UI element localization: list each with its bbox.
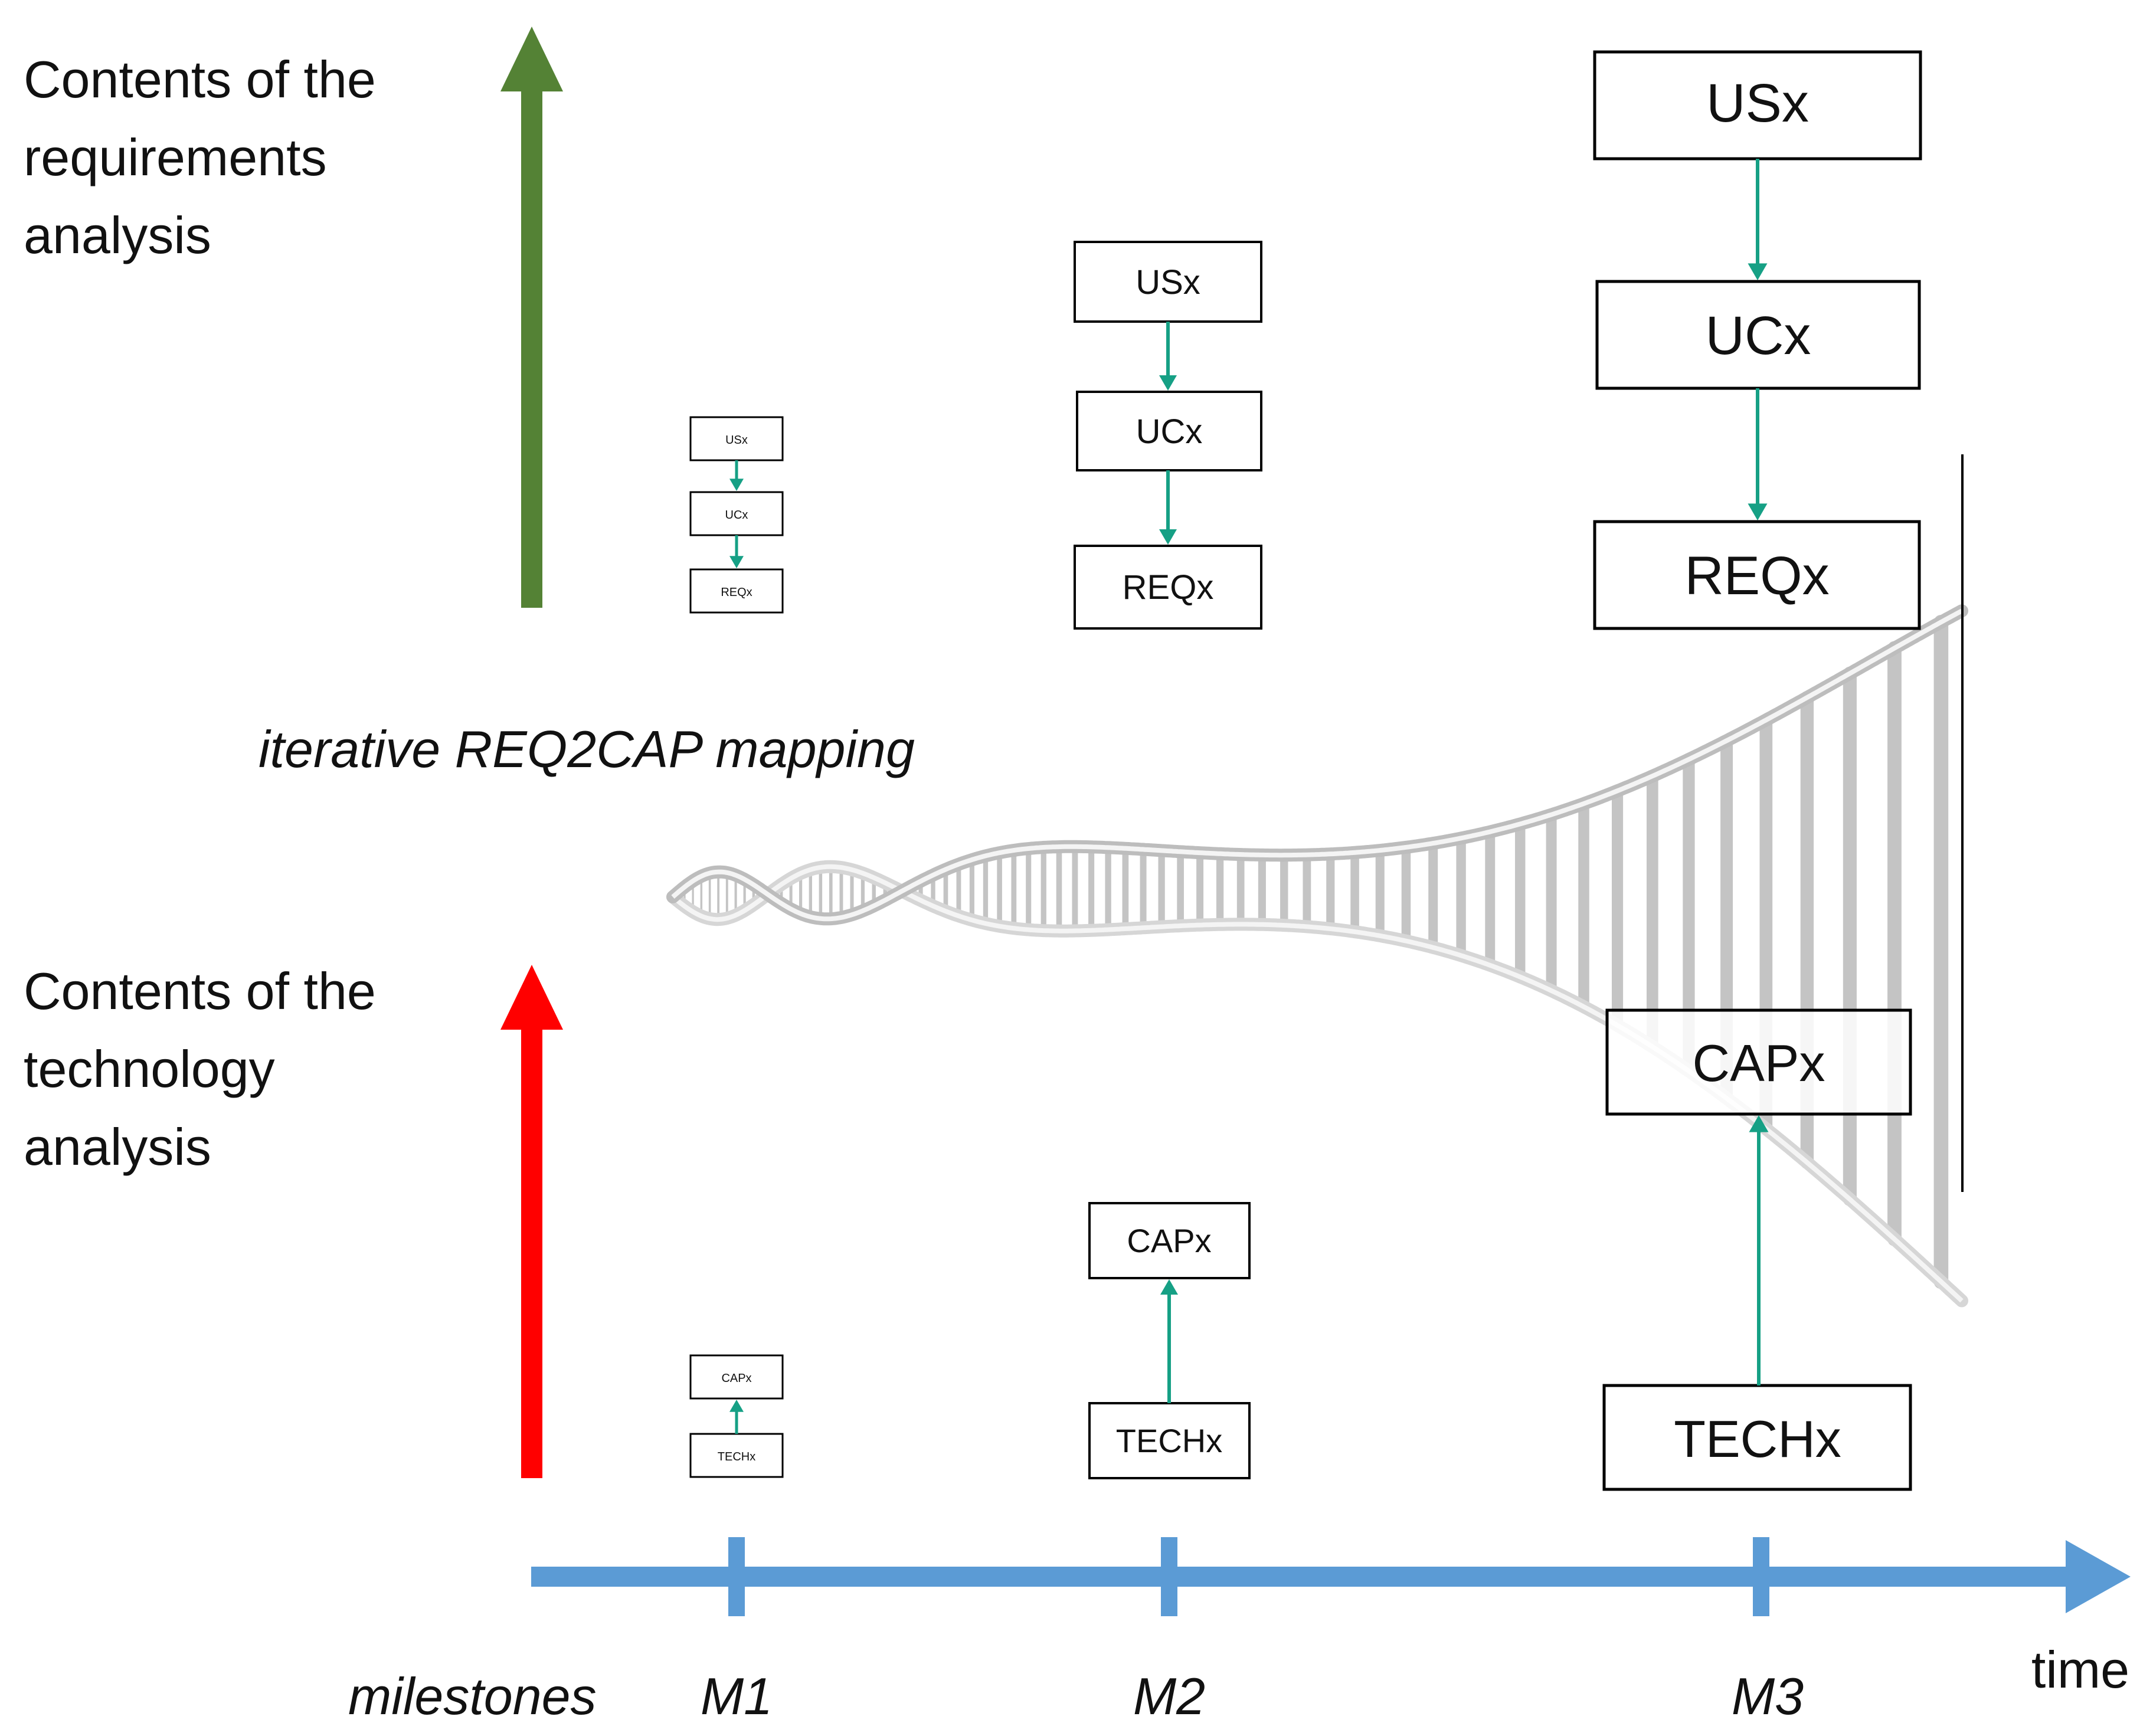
m2-tech-to-cap-arrow	[1160, 1279, 1178, 1403]
m2-us-to-uc-arrow	[1159, 322, 1177, 391]
req-heading-line-2: requirements	[24, 128, 327, 186]
m2-tech-label: TECHx	[1116, 1422, 1222, 1459]
m1-cap-label: CAPx	[721, 1372, 751, 1385]
m1-req-label: REQx	[721, 586, 752, 599]
req-heading-line-1: Contents of the	[24, 50, 376, 109]
m2-cap-box	[1088, 1202, 1251, 1279]
m2-cap-label: CAPx	[1127, 1222, 1211, 1259]
dna-helix-icon	[666, 604, 1968, 1308]
m3-uc-box	[1595, 280, 1921, 390]
milestone-label-m2: M2	[1133, 1667, 1205, 1725]
m2-us-box	[1074, 241, 1262, 323]
requirements-arrow	[500, 27, 563, 608]
m3-uc-to-req-arrow	[1748, 388, 1768, 520]
m1-uc-box	[689, 491, 784, 536]
connector-arrows	[729, 159, 1769, 1434]
m1-uc-to-req-arrow	[729, 535, 744, 568]
m1-us-label: USx	[725, 434, 748, 447]
timeline-arrow	[531, 1537, 2131, 1616]
m1-req-box	[689, 568, 784, 614]
m3-cap-box	[1605, 1008, 1912, 1116]
tech-heading-line-3: analysis	[24, 1118, 211, 1176]
m1-tech-box	[689, 1433, 784, 1478]
milestone-tick-m2	[1161, 1537, 1177, 1616]
m3-tech-to-cap-arrow	[1749, 1115, 1769, 1385]
m2-group: USx UCx REQx CAPx TECHx	[1074, 241, 1262, 1479]
time-label: time	[2031, 1640, 2129, 1699]
m1-us-to-uc-arrow	[729, 460, 744, 491]
technology-arrow	[500, 965, 563, 1478]
mapping-label: iterative REQ2CAP mapping	[259, 720, 915, 778]
m1-tech-label: TECHx	[718, 1450, 755, 1463]
m2-req-label: REQx	[1123, 568, 1214, 607]
milestone-tick-m3	[1753, 1537, 1769, 1616]
m1-uc-label: UCx	[725, 509, 748, 522]
m1-cap-box	[689, 1354, 784, 1400]
m1-group: USx UCx REQx CAPx TECHx	[689, 416, 784, 1478]
tech-heading-line-1: Contents of the	[24, 962, 376, 1020]
m3-uc-label: UCx	[1706, 306, 1811, 366]
m3-req-box	[1593, 520, 1921, 630]
m3-cap-label: CAPx	[1693, 1034, 1825, 1092]
dna-strand-highlight	[671, 608, 1963, 922]
milestones-label: milestones	[348, 1667, 597, 1725]
m2-uc-to-req-arrow	[1159, 470, 1177, 545]
m3-req-label: REQx	[1684, 546, 1829, 606]
m3-us-box	[1593, 50, 1922, 161]
m3-us-to-uc-arrow	[1748, 159, 1768, 280]
m2-uc-label: UCx	[1136, 412, 1203, 451]
m2-uc-box	[1076, 391, 1262, 471]
m1-tech-to-cap-arrow	[729, 1400, 744, 1434]
m3-tech-label: TECHx	[1674, 1410, 1841, 1468]
milestone-tick-m1	[728, 1537, 745, 1616]
m2-us-label: USx	[1136, 263, 1200, 302]
m3-group: USx UCx REQx CAPx TECHx	[1593, 50, 1922, 1491]
milestone-label-m1: M1	[701, 1667, 773, 1725]
m2-tech-box	[1088, 1402, 1251, 1479]
req-heading-line-3: analysis	[24, 206, 211, 264]
m2-req-box	[1074, 545, 1262, 630]
m3-us-label: USx	[1706, 73, 1809, 133]
tech-heading-line-2: technology	[24, 1040, 275, 1098]
milestone-label-m3: M3	[1732, 1667, 1804, 1725]
